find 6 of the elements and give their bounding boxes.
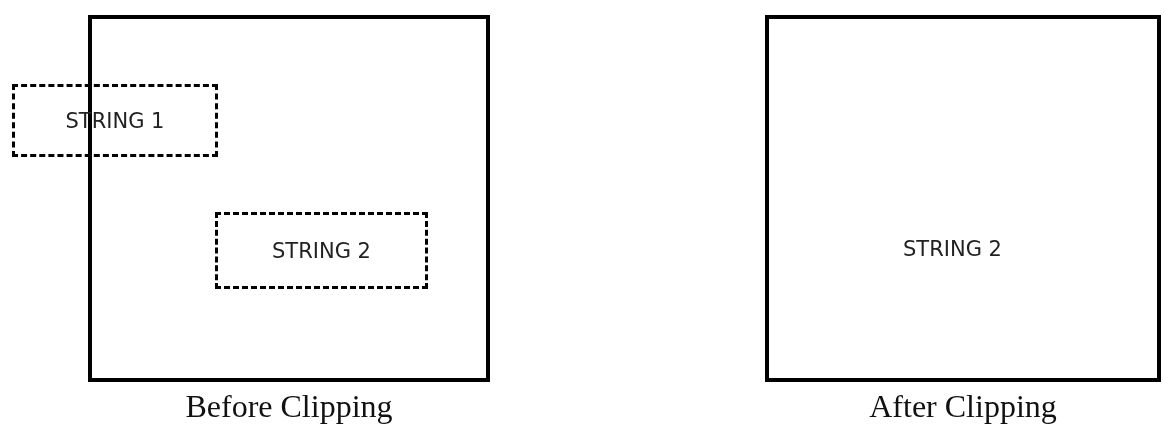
text-bounding-box (12, 84, 218, 157)
text-bounding-box (215, 212, 428, 289)
string-label: STRING 2 (903, 235, 1002, 262)
string-label: STRING 2 (272, 238, 371, 263)
window-label: After Clipping (869, 388, 1057, 425)
window-label: Before Clipping (185, 388, 393, 425)
